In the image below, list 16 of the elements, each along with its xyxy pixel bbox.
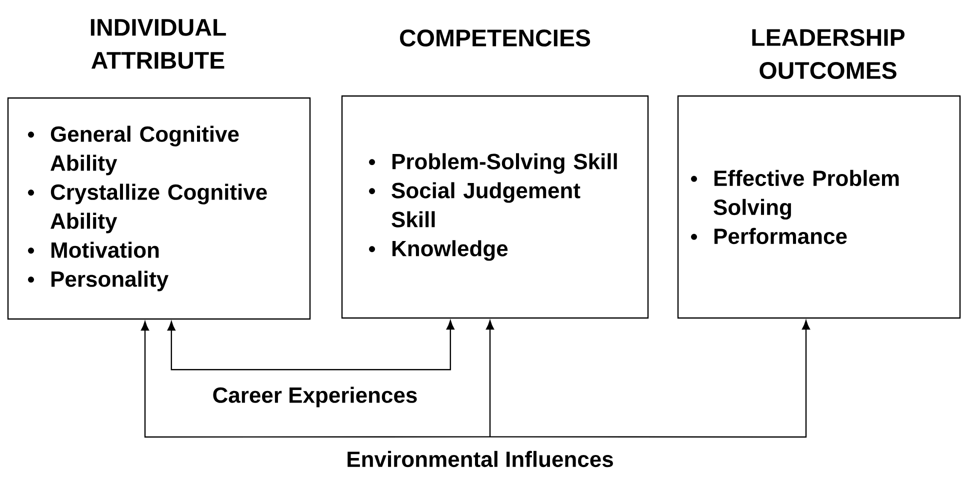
- influence-label: Environmental Influences: [348, 450, 613, 468]
- column-heading: INDIVIDUAL ATTRIBUTE: [90, 19, 226, 69]
- arrow: [480, 320, 810, 438]
- edge-label: Career Experiences: [213, 386, 417, 408]
- column-heading: LEADERSHIP OUTCOMES: [752, 29, 905, 79]
- node-label: Crystallize Cognitive Ability: [50, 184, 267, 234]
- list-box: Effective Problem Solving Performance: [677, 95, 961, 319]
- arrow: [486, 320, 494, 437]
- list-box: Problem-Solving Skill Social Judgement Skill Knowledge: [341, 95, 649, 319]
- arrow: [141, 321, 480, 438]
- node-label: Personality: [51, 270, 168, 292]
- node-label: Motivation: [51, 242, 159, 258]
- node-label: General Cognitive Ability: [50, 126, 239, 176]
- arrow: [167, 320, 454, 370]
- column-heading: COMPETENCIES: [400, 30, 590, 46]
- list-box: General Cognitive Ability Crystallize Cognitive Ability Motivation Personality: [7, 97, 311, 320]
